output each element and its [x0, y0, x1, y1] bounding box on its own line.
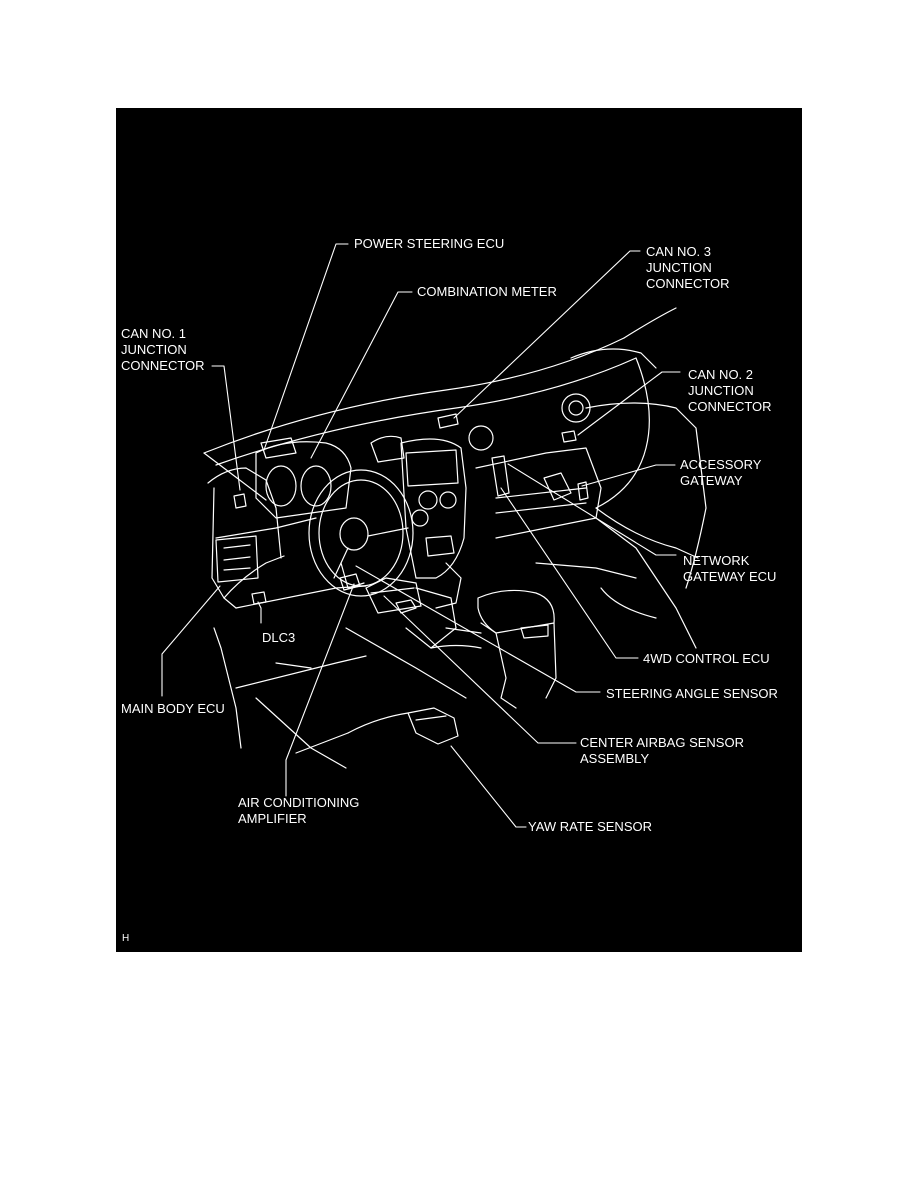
label-line: AMPLIFIER	[238, 811, 307, 826]
label-accessory-gateway: ACCESSORY GATEWAY	[680, 457, 761, 489]
label-steering-angle-sensor: STEERING ANGLE SENSOR	[606, 686, 778, 702]
label-line: CONNECTOR	[121, 358, 205, 373]
label-yaw-rate-sensor: YAW RATE SENSOR	[528, 819, 652, 835]
label-dlc3: DLC3	[262, 630, 295, 646]
label-can-no1-junction-connector: CAN NO. 1 JUNCTION CONNECTOR	[121, 326, 205, 374]
label-line: CONNECTOR	[688, 399, 772, 414]
label-line: STEERING ANGLE SENSOR	[606, 686, 778, 701]
label-can-no3-junction-connector: CAN NO. 3 JUNCTION CONNECTOR	[646, 244, 730, 292]
component-location-diagram: POWER STEERING ECU COMBINATION METER CAN…	[116, 108, 802, 952]
label-line: GATEWAY ECU	[683, 569, 777, 584]
label-line: YAW RATE SENSOR	[528, 819, 652, 834]
label-line: ASSEMBLY	[580, 751, 650, 766]
label-line: AIR CONDITIONING	[238, 795, 360, 810]
label-line: DLC3	[262, 630, 296, 645]
label-line: MAIN BODY ECU	[121, 701, 225, 716]
label-line: CAN NO. 2	[688, 367, 754, 382]
dashboard-illustration	[161, 243, 707, 828]
label-line: JUNCTION	[121, 342, 187, 357]
label-line: CAN NO. 1	[121, 326, 187, 341]
label-network-gateway-ecu: NETWORK GATEWAY ECU	[683, 553, 776, 585]
figure-tag-text: H	[122, 933, 130, 944]
label-line: CAN NO. 3	[646, 244, 712, 259]
label-center-airbag-sensor-assembly: CENTER AIRBAG SENSOR ASSEMBLY	[580, 735, 744, 767]
label-line: 4WD CONTROL ECU	[643, 651, 770, 666]
label-line: CENTER AIRBAG SENSOR	[580, 735, 744, 750]
label-line: GATEWAY	[680, 473, 743, 488]
figure-tag: H	[122, 933, 129, 945]
label-power-steering-ecu: POWER STEERING ECU	[354, 236, 504, 252]
label-line: COMBINATION METER	[417, 284, 557, 299]
label-line: JUNCTION	[688, 383, 754, 398]
label-air-conditioning-amplifier: AIR CONDITIONING AMPLIFIER	[238, 795, 359, 827]
label-4wd-control-ecu: 4WD CONTROL ECU	[643, 651, 770, 667]
label-line: POWER STEERING ECU	[354, 236, 505, 251]
label-line: NETWORK	[683, 553, 750, 568]
label-can-no2-junction-connector: CAN NO. 2 JUNCTION CONNECTOR	[688, 367, 772, 415]
label-line: JUNCTION	[646, 260, 712, 275]
label-combination-meter: COMBINATION METER	[417, 284, 557, 300]
label-line: ACCESSORY	[680, 457, 762, 472]
label-line: CONNECTOR	[646, 276, 730, 291]
label-main-body-ecu: MAIN BODY ECU	[121, 701, 225, 717]
